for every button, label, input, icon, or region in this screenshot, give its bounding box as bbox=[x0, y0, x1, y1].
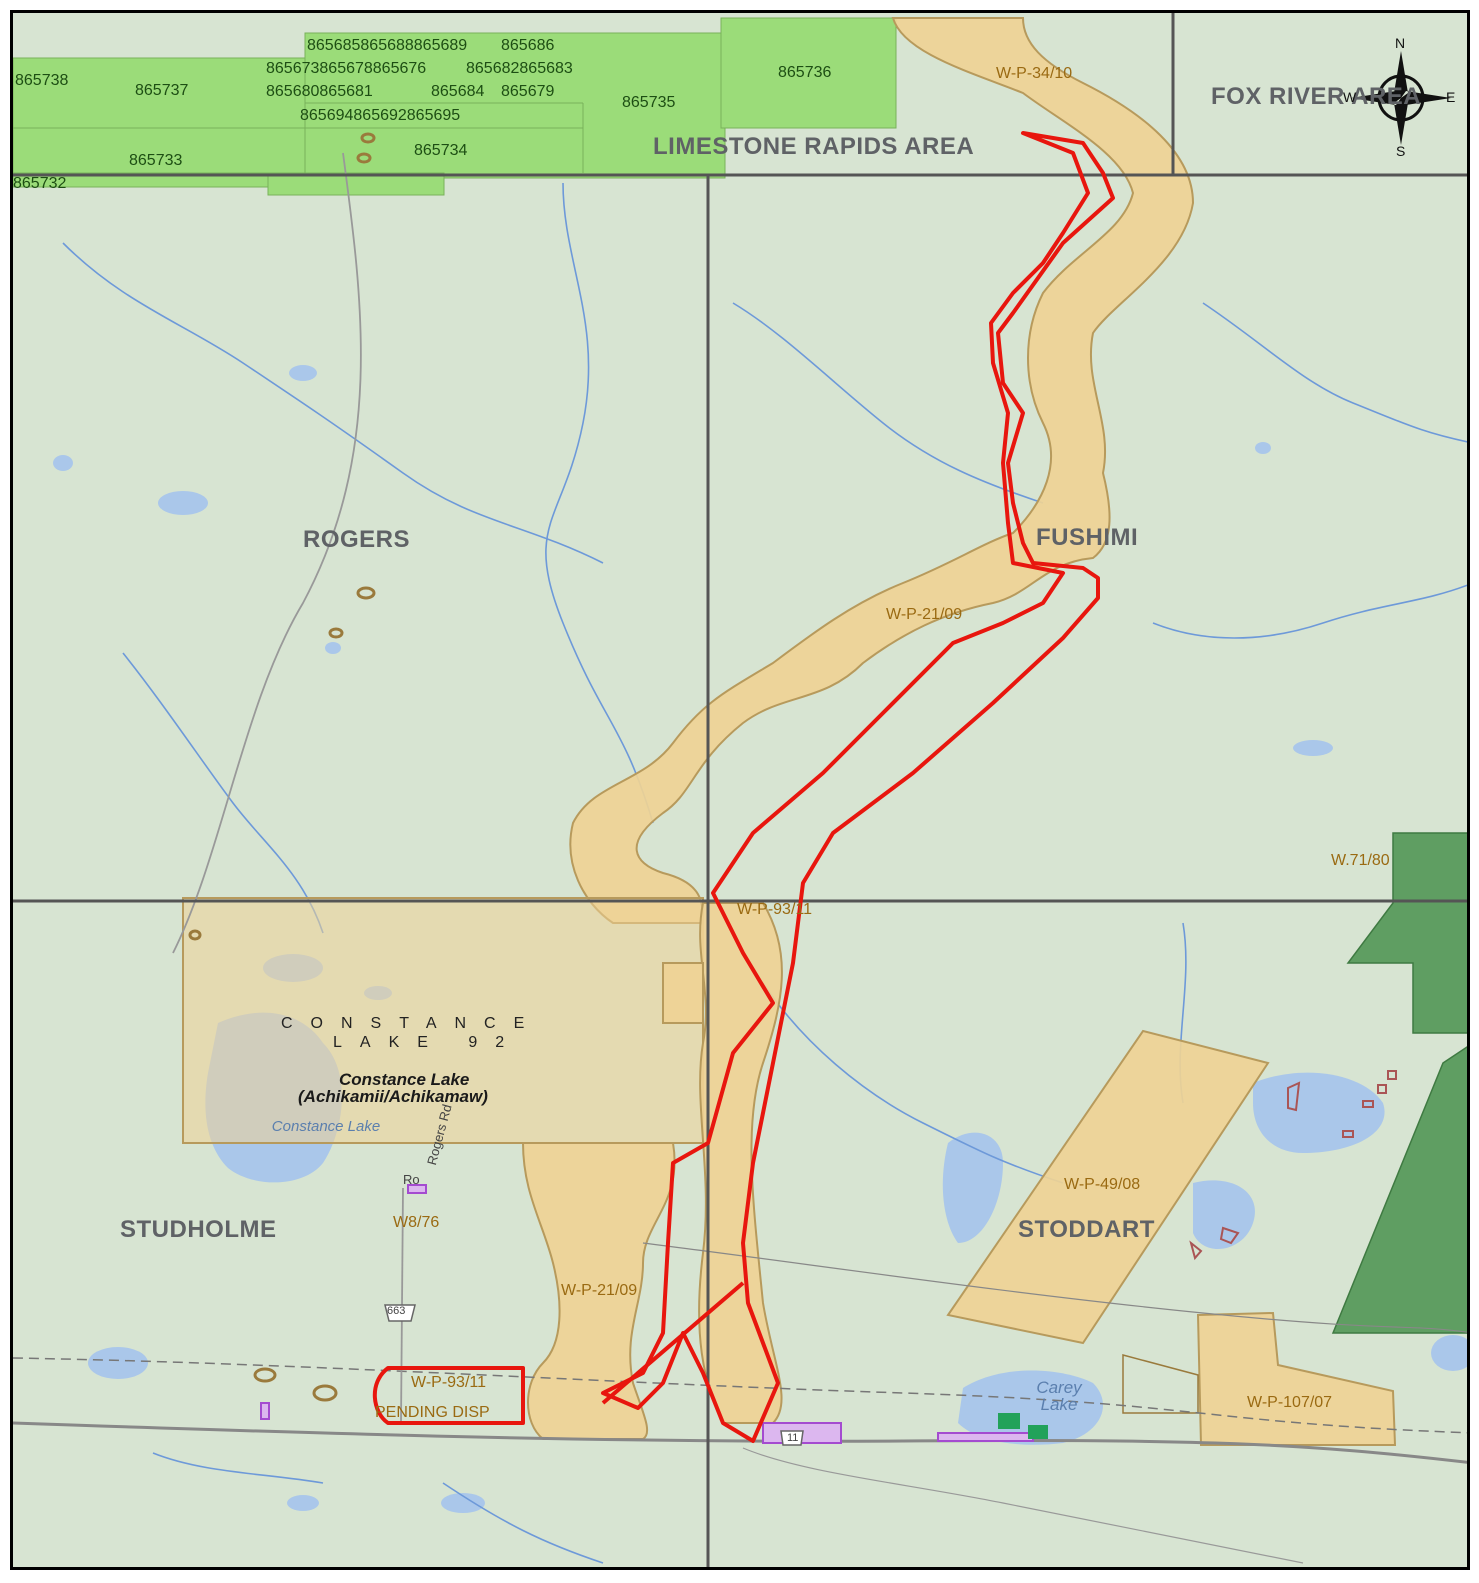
township-stoddart: STODDART bbox=[1018, 1216, 1155, 1243]
reserve-label-line2: LAKE 92 bbox=[333, 1034, 523, 1051]
claim-block-center bbox=[304, 32, 726, 179]
reserve-name-alt: (Achikamii/Achikamaw) bbox=[298, 1087, 488, 1106]
shield-11 bbox=[780, 1430, 804, 1446]
road-south bbox=[742, 1447, 1304, 1564]
permit-areas bbox=[182, 17, 1397, 1446]
roads bbox=[13, 152, 1467, 1564]
road-label-663: 663 bbox=[387, 1305, 406, 1317]
compass-s: S bbox=[1396, 143, 1406, 159]
green-marker bbox=[998, 1413, 1020, 1429]
claim-865736: 865736 bbox=[778, 64, 832, 81]
permit-label-w-71-80: W.71/80 bbox=[1331, 852, 1390, 869]
carey-lake-water bbox=[958, 1370, 1103, 1445]
railway bbox=[13, 1357, 1467, 1434]
claim-parcels bbox=[13, 17, 897, 196]
compass-n: N bbox=[1395, 35, 1406, 51]
claim-865738: 865738 bbox=[15, 72, 69, 89]
claim-865684: 865684 bbox=[431, 83, 485, 100]
township-studholme: STUDHOLME bbox=[120, 1216, 277, 1243]
compass-e: E bbox=[1446, 89, 1456, 105]
rogers-road bbox=[172, 152, 362, 954]
lake-sw-2 bbox=[441, 1493, 485, 1513]
township-limestone-rapids: LIMESTONE RAPIDS AREA bbox=[653, 133, 975, 160]
brown-polygons bbox=[1189, 1070, 1397, 1261]
permit-label-w-p-49-08: W-P-49/08 bbox=[1064, 1176, 1141, 1193]
claim-865732: 865732 bbox=[13, 175, 67, 192]
lake-rogers-1 bbox=[158, 491, 208, 515]
township-grid bbox=[13, 13, 1467, 1567]
lake-east-4 bbox=[1255, 442, 1271, 454]
permit-label-w-p-34-10: W-P-34/10 bbox=[996, 65, 1073, 82]
claim-865737: 865737 bbox=[135, 82, 189, 99]
road-label-ro: Ro bbox=[403, 1172, 420, 1187]
permit-label-w-p-21-09-north: W-P-21/09 bbox=[886, 606, 963, 623]
permit-block-w bbox=[662, 962, 704, 1024]
lake-label-constance: Constance Lake bbox=[271, 1118, 381, 1135]
township-fox-river: FOX RIVER AREA bbox=[1211, 83, 1422, 110]
claim-865686: 865686 bbox=[501, 37, 555, 54]
claim-865679: 865679 bbox=[501, 83, 555, 100]
township-fushimi: FUSHIMI bbox=[1036, 524, 1139, 551]
road-label-11: 11 bbox=[787, 1432, 799, 1444]
township-rogers: ROGERS bbox=[303, 526, 411, 553]
claim-block-west bbox=[13, 57, 309, 179]
claim-865733: 865733 bbox=[129, 152, 183, 169]
lake-rogers-3 bbox=[53, 455, 73, 471]
reserve-label-line1: CONSTANCE bbox=[281, 1015, 543, 1032]
secondary-road bbox=[642, 1242, 1467, 1333]
claim-865685: 865685865688865689 bbox=[307, 37, 468, 54]
highway-11 bbox=[13, 1421, 1467, 1464]
highway-shields bbox=[384, 1304, 804, 1446]
lake-east-3 bbox=[1293, 740, 1333, 756]
map-frame[interactable]: ROGERS FUSHIMI STUDHOLME STODDART LIMEST… bbox=[10, 10, 1470, 1570]
lake-rogers-2 bbox=[289, 365, 317, 381]
permit-label-w-p-21-09-south: W-P-21/09 bbox=[561, 1282, 638, 1299]
claim-865734: 865734 bbox=[414, 142, 468, 159]
claim-865682: 865682865683 bbox=[466, 60, 573, 77]
green-marker-2 bbox=[1028, 1425, 1048, 1439]
green-area-east bbox=[1331, 832, 1467, 1334]
compass-w: W bbox=[1343, 89, 1357, 105]
lake-se bbox=[1431, 1335, 1467, 1371]
lake-sw-3 bbox=[287, 1495, 319, 1511]
reserve-name: Constance Lake bbox=[339, 1070, 470, 1089]
lake-stoddart bbox=[942, 1132, 1003, 1243]
permit-label-w-p-107-07: W-P-107/07 bbox=[1247, 1394, 1333, 1411]
rivers bbox=[62, 182, 1467, 1564]
lake-label-carey: Carey Lake bbox=[1036, 1378, 1082, 1414]
permit-w-p-49-08 bbox=[946, 1029, 1270, 1345]
permit-label-w-p-93-11-south: W-P-93/11 bbox=[411, 1374, 486, 1391]
claim-865673: 865673865678865676 bbox=[266, 60, 427, 77]
claim-865694: 865694865692865695 bbox=[300, 107, 461, 124]
lake-east-1 bbox=[1253, 1072, 1385, 1153]
compass-rose bbox=[1351, 51, 1451, 145]
map-canvas[interactable] bbox=[13, 13, 1470, 1570]
claim-block-east bbox=[720, 17, 897, 129]
claim-865680: 865680865681 bbox=[266, 83, 373, 100]
lake-sw bbox=[88, 1347, 148, 1379]
lake-north bbox=[325, 642, 341, 654]
permit-label-pending-disp: PENDING DISP bbox=[375, 1404, 490, 1421]
claim-865735: 865735 bbox=[622, 94, 676, 111]
gravel-rings bbox=[188, 132, 376, 1402]
permit-label-w-p-93-11-north: W-P-93/11 bbox=[737, 901, 812, 918]
permit-label-w8-76: W8/76 bbox=[393, 1214, 440, 1231]
proposed-route bbox=[372, 131, 1115, 1443]
shield-663 bbox=[384, 1304, 416, 1322]
lake-east-2 bbox=[1193, 1180, 1255, 1250]
permit-w-p-107-07 bbox=[1196, 1311, 1397, 1446]
